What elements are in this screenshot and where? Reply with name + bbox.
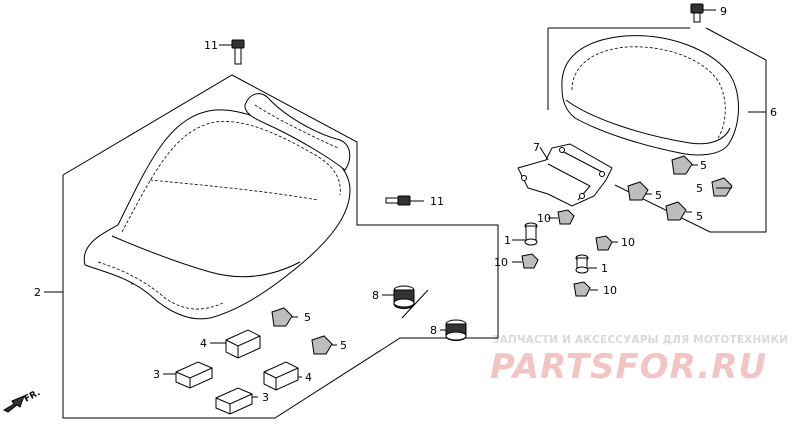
callout-6: 6	[770, 106, 777, 119]
rubber-mount-8-b	[440, 319, 467, 341]
callout-1-b: 1	[601, 262, 608, 275]
callout-5-e: 5	[696, 182, 703, 195]
callout-4-b: 4	[305, 371, 312, 384]
callout-8-b: 8	[430, 324, 437, 337]
callout-11-top: 11	[204, 39, 218, 52]
callout-3-b: 3	[262, 391, 269, 404]
nut-10-d	[573, 281, 598, 297]
nut-5-a	[271, 307, 298, 327]
rider-seat-frame	[62, 74, 499, 419]
rubber-mount-8-a	[382, 285, 429, 319]
bolt-9	[690, 3, 716, 23]
collar-1-left	[512, 222, 538, 246]
callout-5-b: 5	[340, 339, 347, 352]
nut-10-c	[521, 253, 539, 269]
callout-7: 7	[533, 141, 540, 154]
callout-5-c: 5	[700, 159, 707, 172]
callout-10-b: 10	[621, 236, 635, 249]
watermark: ЗАПЧАСТИ И АКСЕССУАРЫ ДЛЯ МОТОТЕХНИКИ PA…	[490, 334, 788, 387]
callout-3-a: 3	[153, 368, 160, 381]
callouts: 11 11 2 5 5 4 4 3 3 8 8 9 6 7 5 5 5 5 10…	[34, 5, 777, 404]
front-direction-indicator: FR.	[2, 388, 42, 413]
nut-5-d	[627, 181, 649, 201]
nut-10-a	[557, 209, 575, 225]
front-arrow-icon	[2, 395, 25, 413]
pillion-bracket	[517, 143, 613, 207]
seat-cushion-3-b	[215, 387, 258, 415]
callout-5-d: 5	[655, 189, 662, 202]
front-label: FR.	[23, 388, 42, 405]
nut-5-f	[665, 201, 692, 221]
nut-10-b	[595, 235, 613, 251]
callout-8-a: 8	[372, 289, 379, 302]
watermark-caption: ЗАПЧАСТИ И АКСЕССУАРЫ ДЛЯ МОТОТЕХНИКИ	[492, 334, 788, 346]
callout-10-d: 10	[603, 284, 617, 297]
callout-9: 9	[720, 5, 727, 18]
callout-2: 2	[34, 286, 41, 299]
pillion-seat	[561, 35, 739, 156]
leader-lines	[44, 111, 766, 293]
rider-seat	[83, 93, 351, 320]
callout-5-a: 5	[304, 311, 311, 324]
callout-11-mid: 11	[430, 195, 444, 208]
callout-5-f: 5	[696, 210, 703, 223]
watermark-brand: PARTSFOR.RU	[490, 347, 767, 387]
nut-5-e	[711, 177, 733, 197]
bolt-11-top	[219, 39, 245, 65]
seat-rubber-4-a	[210, 329, 261, 359]
seat-cushion-3-a	[163, 361, 213, 389]
callout-4-a: 4	[200, 337, 207, 350]
bolt-11-mid	[385, 195, 424, 206]
collar-1-right	[575, 254, 597, 274]
seat-rubber-4-b	[263, 361, 302, 391]
callout-10-c: 10	[494, 256, 508, 269]
callout-1-a: 1	[504, 234, 511, 247]
callout-10-a: 10	[537, 212, 551, 225]
nut-5-c	[671, 155, 698, 175]
nut-5-b	[311, 335, 337, 355]
